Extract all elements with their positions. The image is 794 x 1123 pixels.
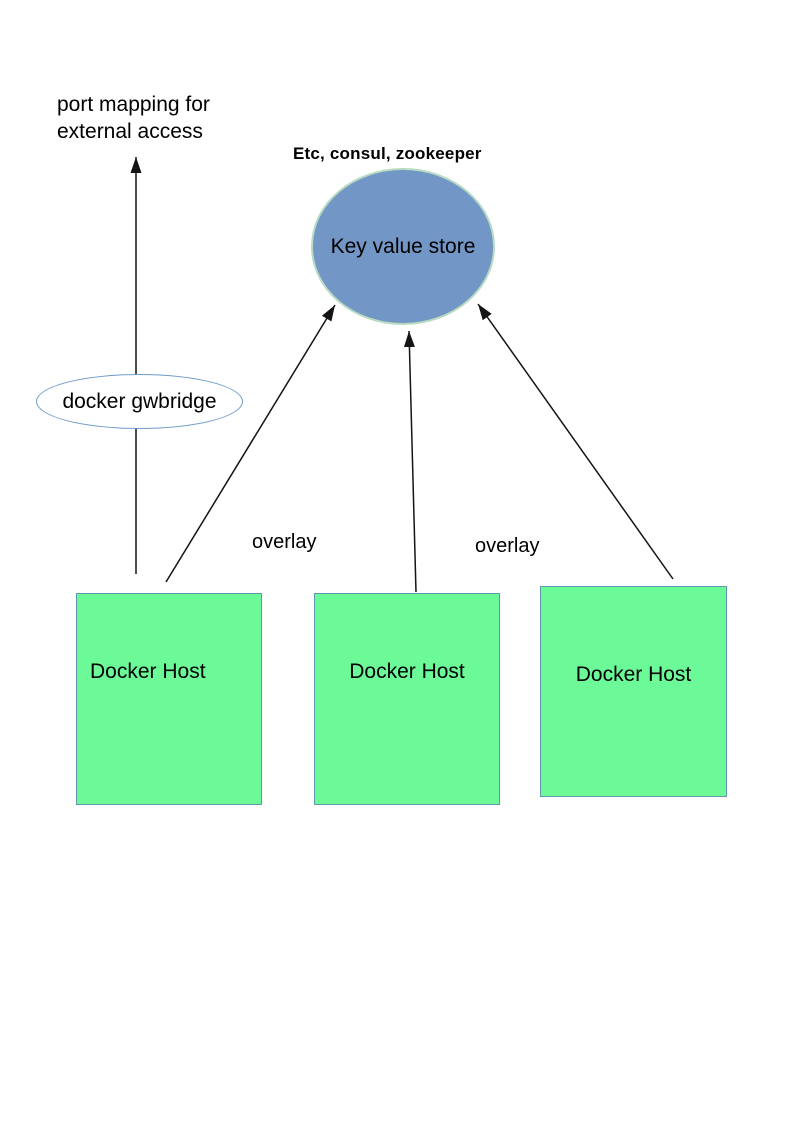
- docker-host-1-label: Docker Host: [90, 660, 206, 683]
- port-mapping-line1: port mapping for: [57, 93, 210, 116]
- docker-host-3-node: Docker Host: [540, 586, 727, 797]
- key-value-store-label: Key value store: [330, 234, 476, 258]
- key-value-store-caption: Etc, consul, zookeeper: [293, 144, 482, 163]
- docker-gwbridge-node: docker gwbridge: [36, 374, 243, 429]
- docker-host-2-label: Docker Host: [349, 660, 465, 683]
- docker-host-3-label: Docker Host: [575, 663, 692, 686]
- overlay-label-right: overlay: [475, 535, 540, 557]
- overlay-label-left: overlay: [252, 531, 317, 553]
- docker-host-1-node: Docker Host: [76, 593, 262, 805]
- arrow-host2-to-key-value-store: [403, 330, 417, 593]
- arrow-host3-to-key-value-store: [477, 303, 674, 580]
- arrow-host1-to-key-value-store: [165, 304, 336, 583]
- port-mapping-label: port mapping for external access: [57, 91, 210, 145]
- docker-host-2-node: Docker Host: [314, 593, 500, 805]
- key-value-store-node: Key value store: [311, 168, 495, 325]
- port-mapping-line2: external access: [57, 120, 203, 143]
- docker-gwbridge-label: docker gwbridge: [62, 389, 217, 413]
